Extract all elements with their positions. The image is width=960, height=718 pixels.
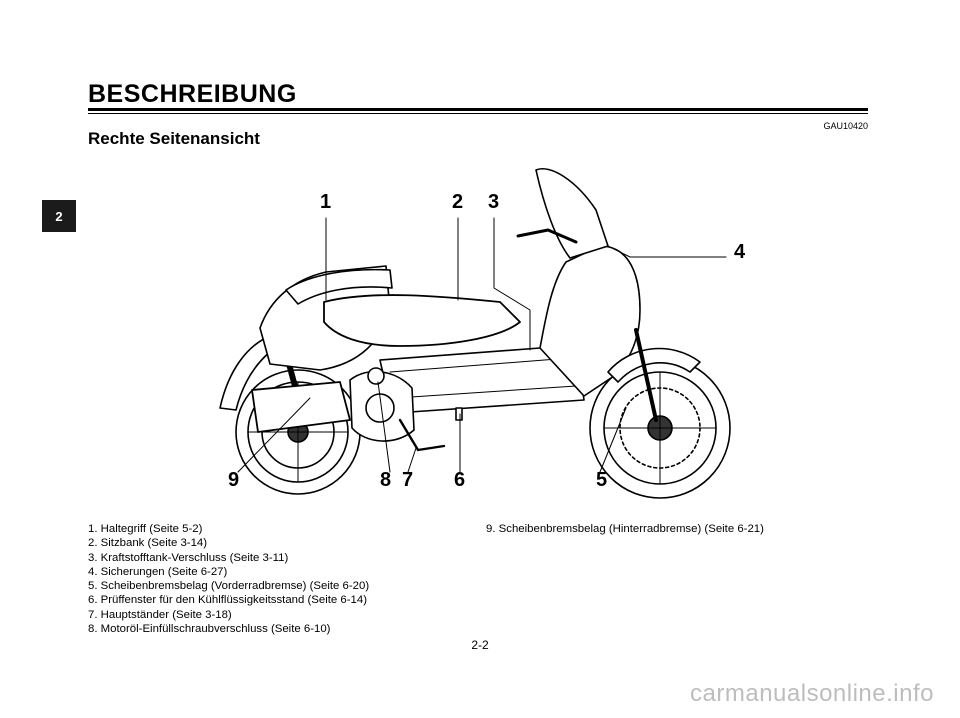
windscreen [535,168,609,259]
legend-item: 5. Scheibenbremsbelag (Vorderradbremse) … [88,580,370,593]
grab-handle [285,268,393,305]
callout-7: 7 [402,469,414,491]
legend-item: 3. Kraftstofftank-Verschluss (Seite 3-11… [88,551,289,564]
callout-2: 2 [452,191,464,213]
floorboard-trim [389,357,577,399]
leader-lines [237,217,727,473]
legend-item: 6. Prüffenster für den Kühlflüssigkeitss… [88,594,368,607]
title-rule-thin [88,113,868,114]
legend-item: 1. Haltegriff (Seite 5-2) [88,523,203,535]
page-title: BESCHREIBUNG [88,80,297,108]
legend-item: 8. Motoröl-Einfüllschraubverschluss (Sei… [88,623,331,636]
page-number: 2-2 [471,638,489,652]
seat [323,294,521,347]
legend-item: 7. Hauptständer (Seite 3-18) [88,608,232,621]
scooter-illustration [219,168,731,499]
callout-8: 8 [380,469,392,491]
legend-left: 1. Haltegriff (Seite 5-2) 2. Sitzbank (S… [88,522,369,636]
legend-right: 9. Scheibenbremsbelag (Hinterradbremse) … [486,522,764,536]
chapter-tab[interactable]: 2 [42,200,76,232]
title-rule-thick [88,108,868,111]
section-title: Rechte Seitenansicht [88,129,260,148]
oil-filler [367,367,385,385]
callout-5: 5 [596,469,608,491]
front-fork [634,328,658,422]
callout-1: 1 [320,191,332,213]
legend-item: 2. Sitzbank (Seite 3-14) [88,537,208,550]
callout-4: 4 [734,241,746,263]
center-stand [398,418,446,452]
reference-code: GAU10420 [823,121,868,131]
legend-item: 9. Scheibenbremsbelag (Hinterradbremse) … [486,523,764,535]
callout-6: 6 [454,469,466,491]
callout-9: 9 [228,469,240,491]
handlebar [516,228,578,244]
front-fender [607,347,701,383]
coolant-window [455,407,463,421]
callout-3: 3 [488,191,500,213]
front-wheel [589,357,731,499]
legend-item: 4. Sicherungen (Seite 6-27) [88,565,228,578]
watermark[interactable]: carmanualsonline.info [690,680,934,707]
